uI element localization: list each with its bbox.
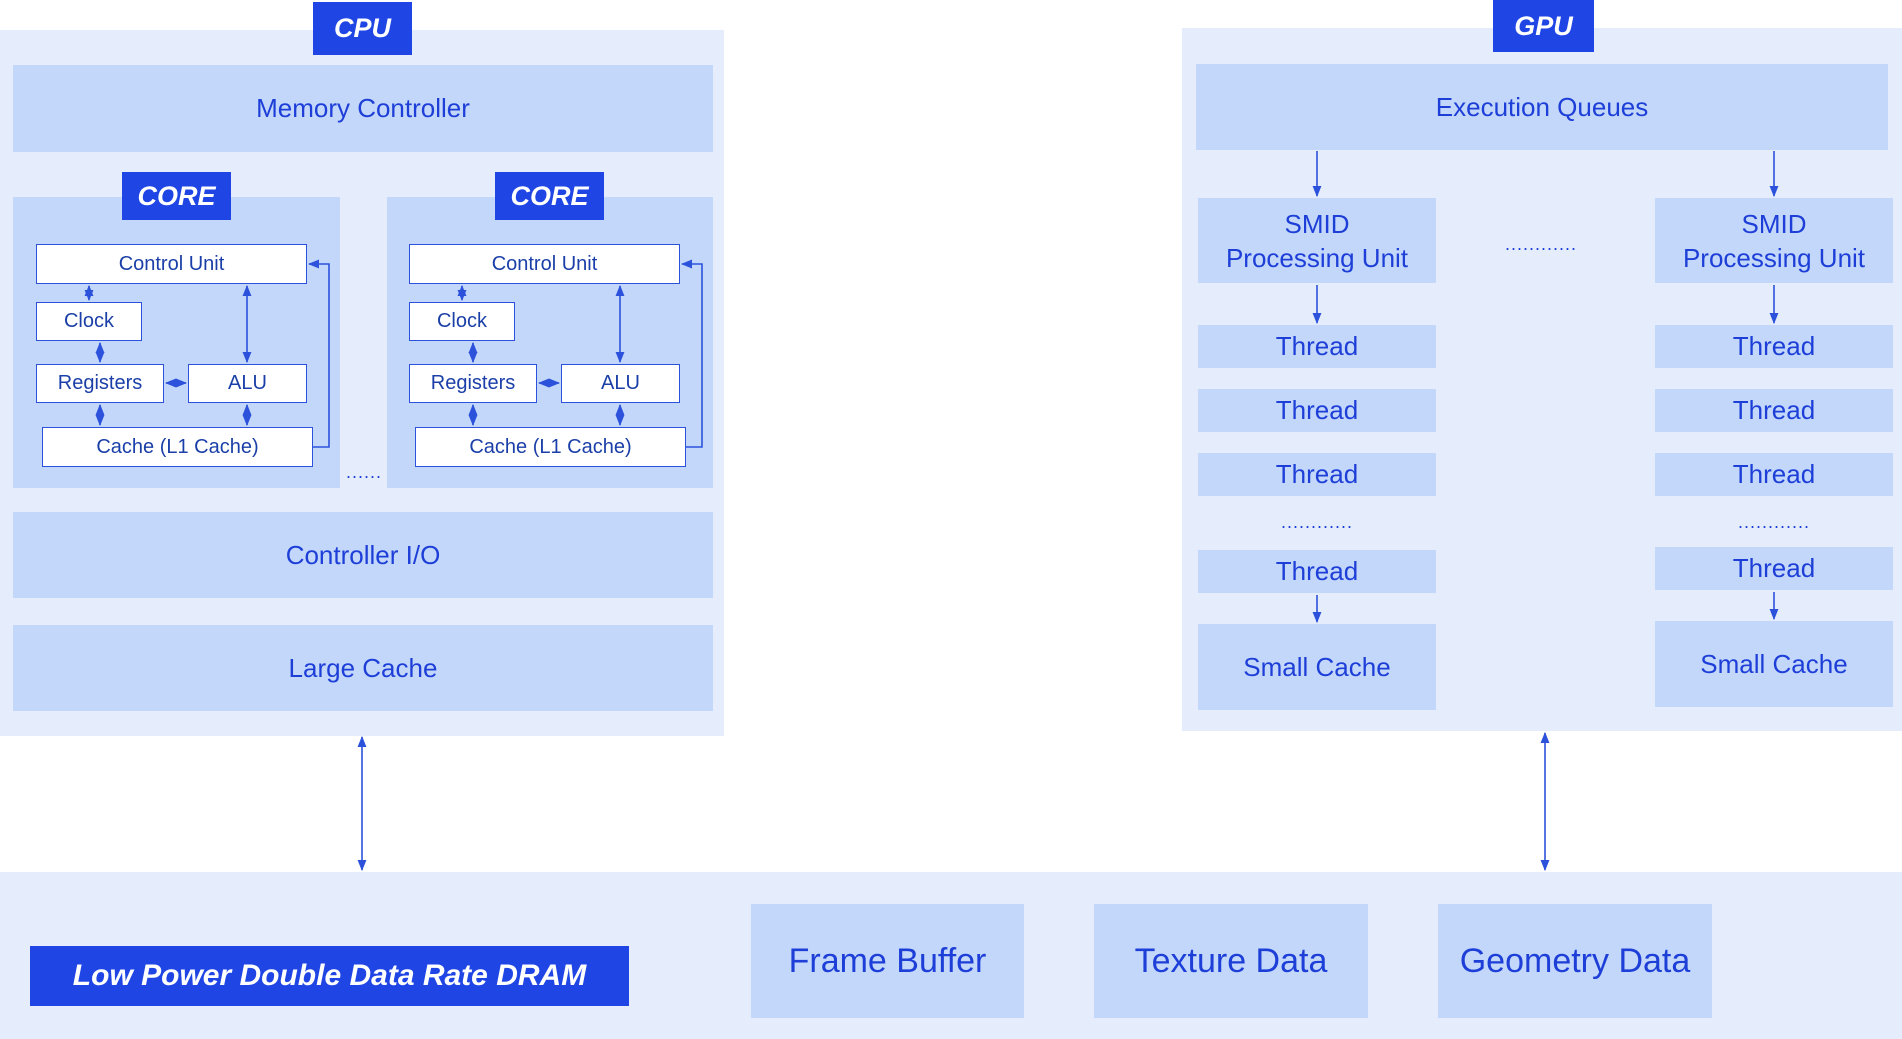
registers: Registers — [36, 364, 164, 403]
small-cache: Small Cache — [1198, 624, 1436, 710]
memory-controller: Memory Controller — [13, 65, 713, 152]
thread-ellipsis: ............ — [1280, 512, 1353, 532]
cpu-tag: CPU — [313, 2, 412, 55]
small-cache: Small Cache — [1655, 621, 1893, 707]
clock: Clock — [409, 302, 515, 341]
thread: Thread — [1655, 325, 1893, 368]
thread: Thread — [1655, 453, 1893, 496]
large-cache: Large Cache — [13, 625, 713, 711]
alu: ALU — [188, 364, 307, 403]
frame-buffer: Frame Buffer — [751, 904, 1024, 1018]
l1-cache: Cache (L1 Cache) — [415, 427, 686, 467]
execution-queues: Execution Queues — [1196, 64, 1888, 150]
core-ellipsis: ...... — [345, 462, 382, 482]
control-unit: Control Unit — [409, 244, 680, 284]
thread: Thread — [1198, 453, 1436, 496]
alu: ALU — [561, 364, 680, 403]
smid-processing-unit: SMID Processing Unit — [1198, 198, 1436, 283]
dram-tag: Low Power Double Data Rate DRAM — [30, 946, 629, 1006]
clock: Clock — [36, 302, 142, 341]
thread: Thread — [1655, 389, 1893, 432]
thread: Thread — [1198, 325, 1436, 368]
gpu-tag: GPU — [1493, 0, 1594, 52]
thread: Thread — [1198, 550, 1436, 593]
geometry-data: Geometry Data — [1438, 904, 1712, 1018]
core-tag: CORE — [122, 172, 231, 220]
texture-data: Texture Data — [1094, 904, 1368, 1018]
l1-cache: Cache (L1 Cache) — [42, 427, 313, 467]
processing-unit-ellipsis: ............ — [1504, 234, 1577, 254]
control-unit: Control Unit — [36, 244, 307, 284]
registers: Registers — [409, 364, 537, 403]
smid-processing-unit: SMID Processing Unit — [1655, 198, 1893, 283]
thread: Thread — [1198, 389, 1436, 432]
thread-ellipsis: ............ — [1737, 512, 1810, 532]
thread: Thread — [1655, 547, 1893, 590]
core-tag: CORE — [495, 172, 604, 220]
controller-io: Controller I/O — [13, 512, 713, 598]
